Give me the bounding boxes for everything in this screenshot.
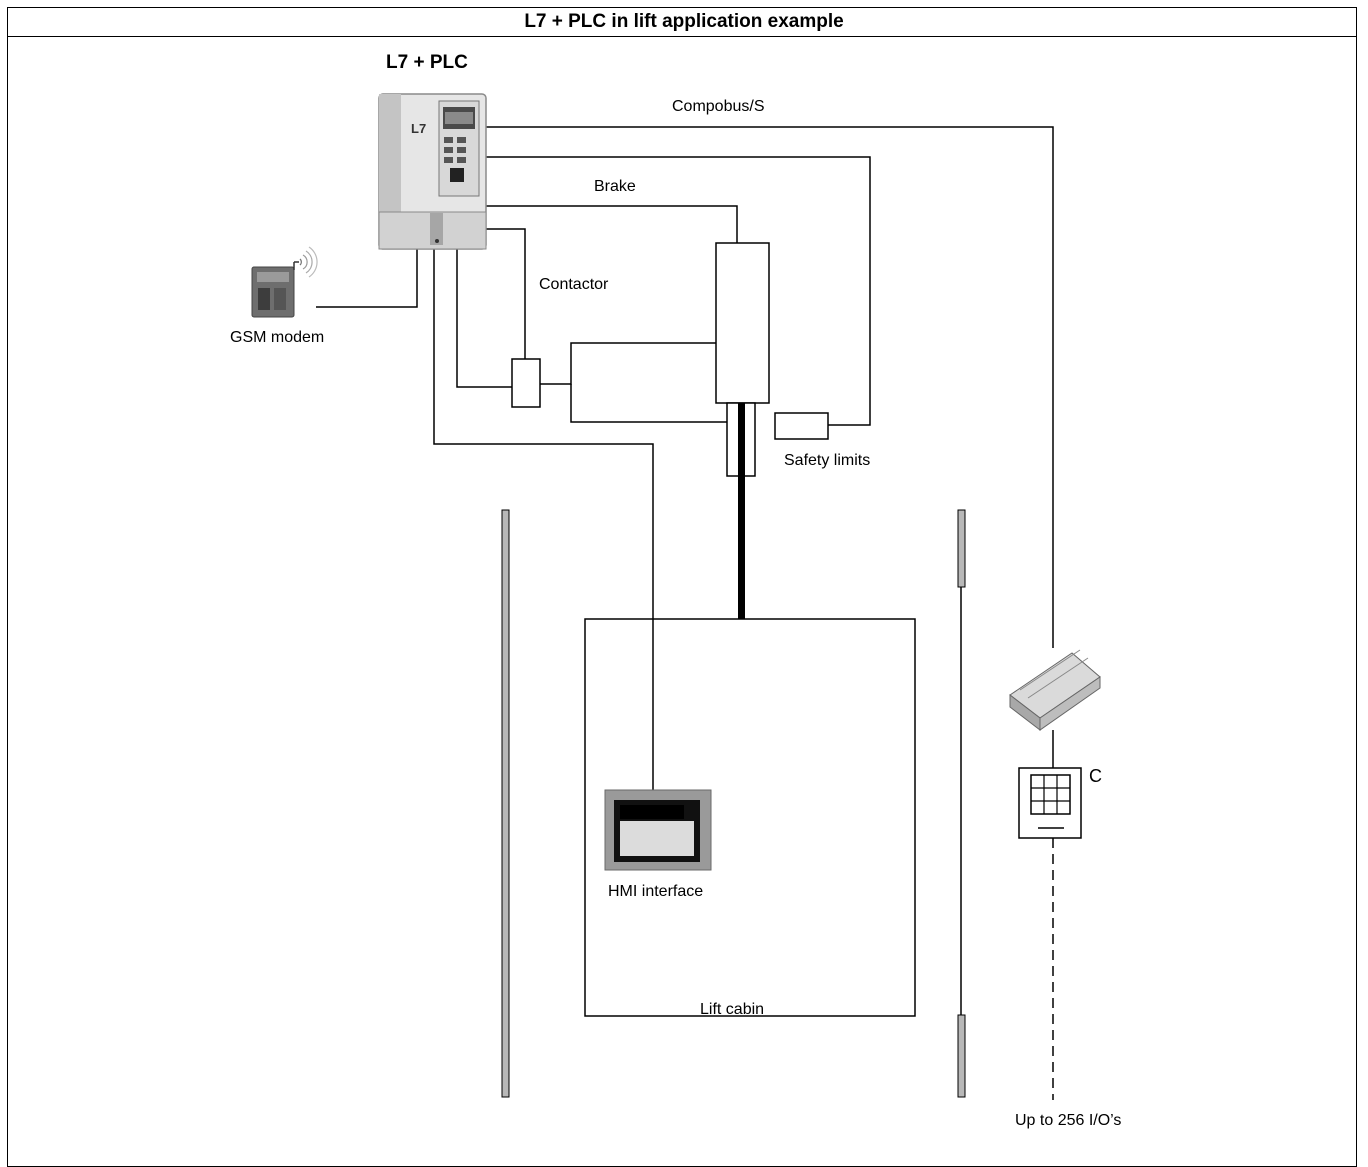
wiring (316, 126, 1054, 1100)
io-keypad-module (1018, 767, 1082, 839)
compobus-label: Compobus/S (672, 98, 765, 115)
compobus-line (486, 126, 1054, 648)
gsm-modem-label: GSM modem (230, 329, 325, 346)
gsm-modem (251, 246, 318, 318)
title-bar (7, 7, 1357, 37)
contactor-control-line (486, 228, 526, 359)
diagram-title: L7 + PLC in lift application example (524, 11, 844, 32)
guide-rail-right-top (957, 509, 966, 588)
device-title: L7 + PLC (386, 52, 468, 73)
motor-unit (715, 242, 770, 404)
hmi-line (433, 246, 654, 790)
contactor-to-motor-bottom (570, 384, 727, 423)
io-count-label: Up to 256 I/O’s (1015, 1112, 1122, 1129)
compobus-slave-module (1009, 649, 1101, 732)
safety-limits-line (486, 156, 871, 426)
lift-cable (738, 403, 745, 619)
motor-feed-line (456, 246, 512, 388)
guide-rail-right-bottom (957, 1014, 966, 1098)
brake-label: Brake (594, 178, 636, 195)
brake-line (486, 205, 738, 243)
io-module-letter: C (1089, 766, 1102, 786)
safety-limit-switch (774, 412, 829, 440)
guide-rail-left (501, 509, 510, 1098)
contactor-to-motor-top (540, 342, 716, 385)
gsm-line (316, 246, 418, 308)
lift-cabin-label: Lift cabin (700, 1001, 765, 1018)
contactor-label: Contactor (539, 276, 609, 293)
l7-plc-drive: L7 (378, 93, 487, 250)
drive-model-label: L7 (411, 121, 426, 136)
lift-cabin (584, 618, 916, 1017)
safety-limits-label: Safety limits (784, 452, 871, 469)
hmi-interface-label: HMI interface (608, 883, 704, 900)
hmi-panel (604, 789, 712, 871)
contactor-box (511, 358, 541, 408)
